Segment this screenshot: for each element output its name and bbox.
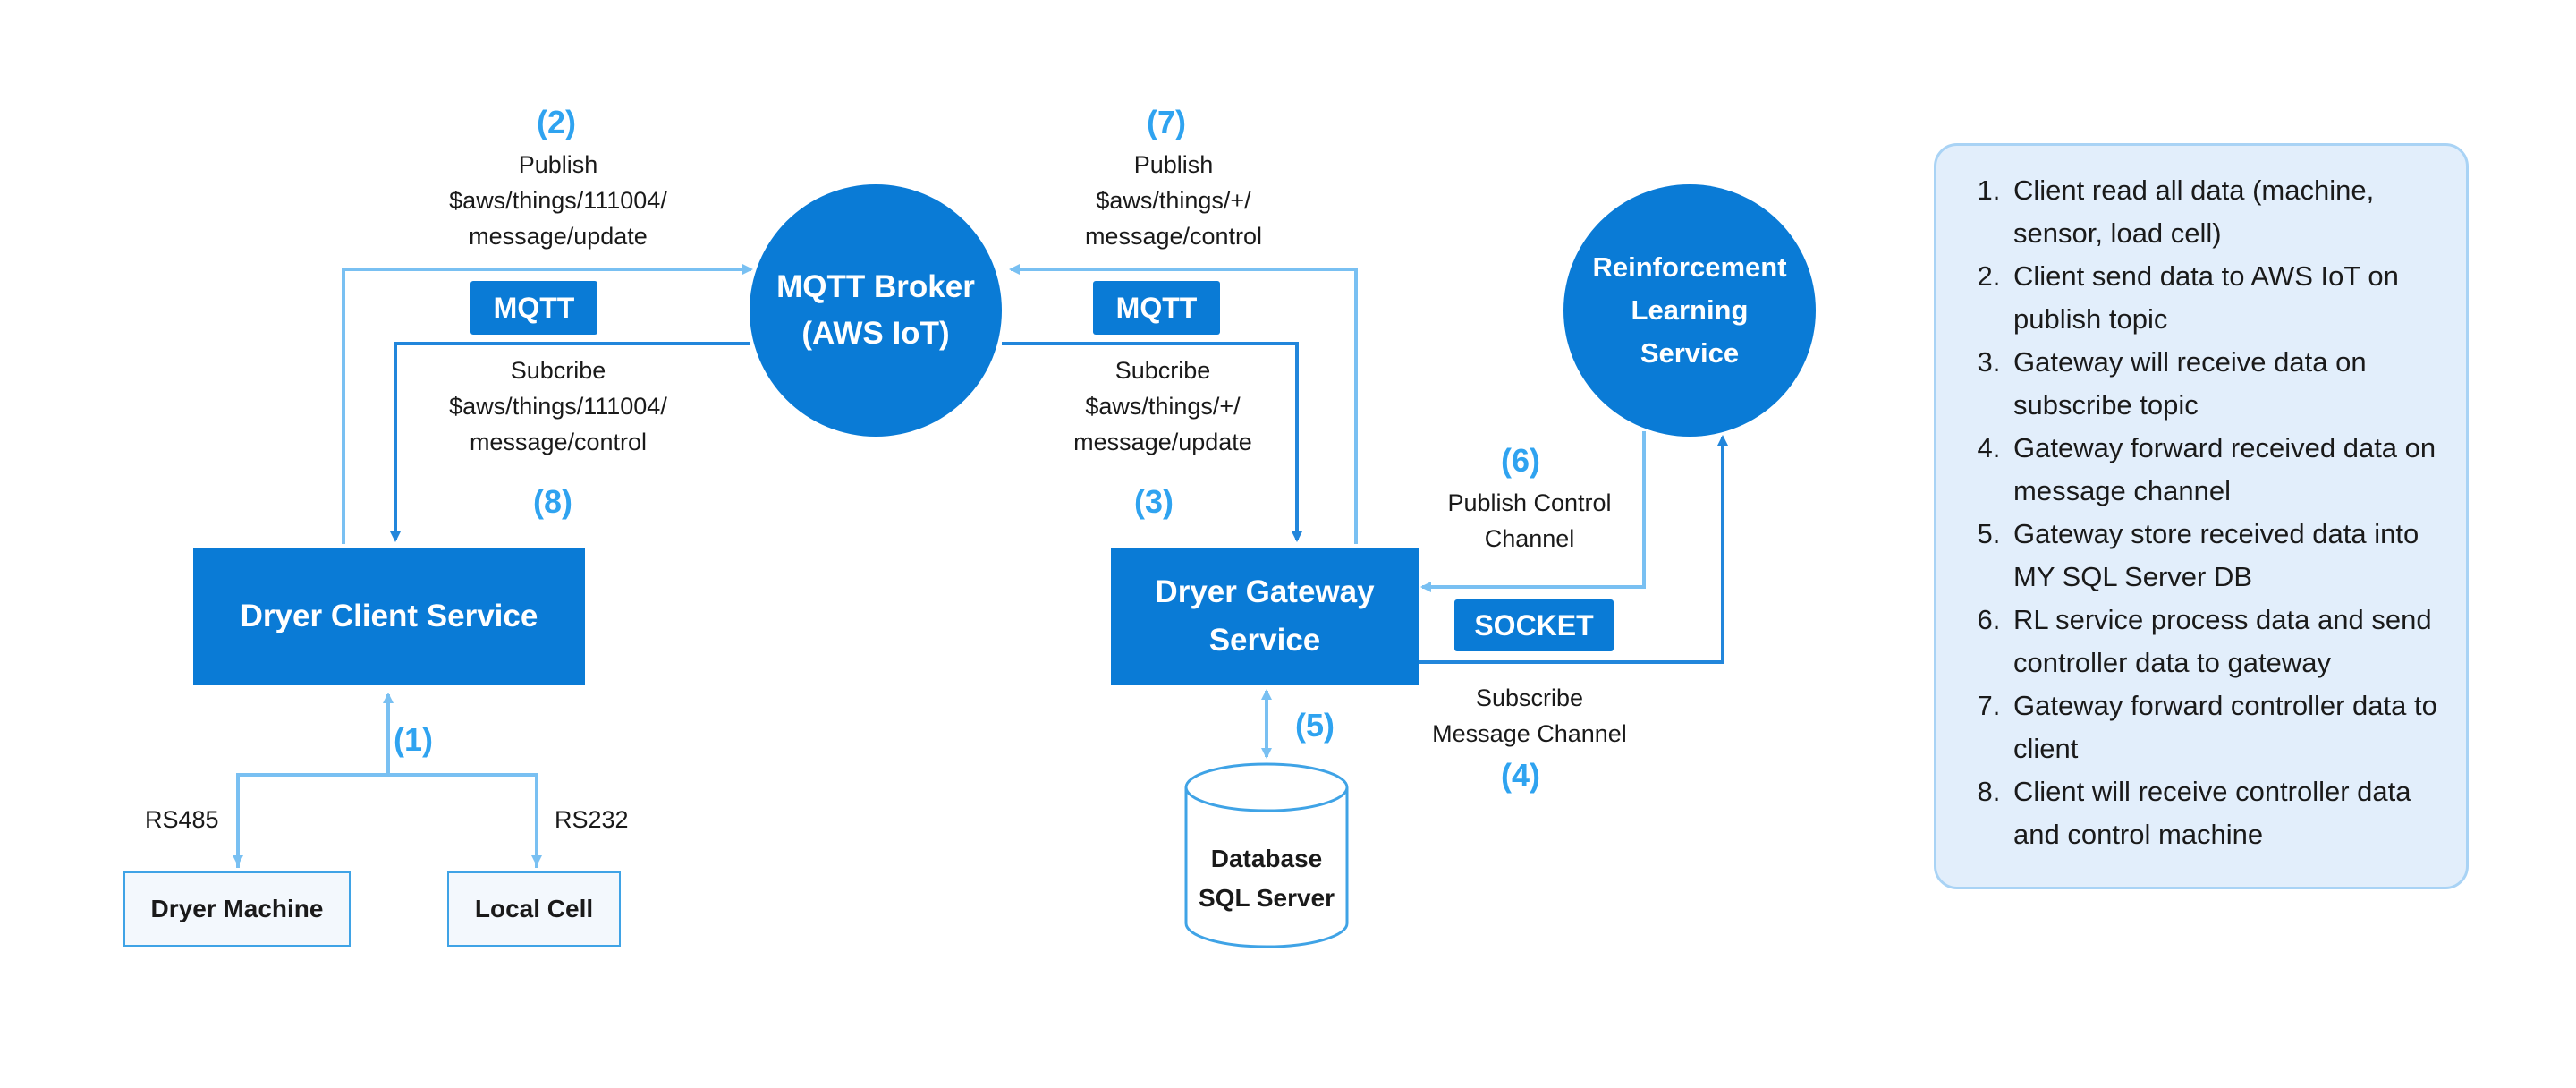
step-3: (3) (1134, 483, 1174, 520)
rl-service-line2: Learning (1631, 294, 1749, 326)
legend-panel: Client read all data (machine, sensor, l… (1934, 143, 2469, 889)
local-cell-label: Local Cell (474, 895, 594, 922)
database-label: Database SQL Server (1186, 839, 1347, 918)
database-line2: SQL Server (1198, 884, 1335, 912)
subscribe-message-channel-line2: Message Channel (1432, 720, 1627, 747)
step-5: (5) (1295, 707, 1335, 744)
step-6: (6) (1501, 442, 1540, 479)
subscribe-control-label: Subcribe $aws/things/111004/ message/con… (424, 353, 692, 460)
socket-chip: SOCKET (1454, 599, 1614, 651)
mqtt-chip-left: MQTT (470, 281, 597, 335)
publish-update-line1: Publish (518, 151, 598, 178)
legend-item: Client read all data (machine, sensor, l… (2008, 169, 2445, 255)
publish-control-line1: Publish (1133, 151, 1214, 178)
rl-service-line3: Service (1640, 337, 1740, 369)
publish-control-line2: $aws/things/+/ (1096, 187, 1251, 214)
subscribe-update-line3: message/update (1073, 429, 1252, 455)
mqtt-broker-title: MQTT Broker (776, 269, 975, 304)
subscribe-update-line2: $aws/things/+/ (1085, 393, 1241, 420)
publish-update-label: Publish $aws/things/111004/ message/upda… (424, 147, 692, 254)
legend-item: Gateway will receive data on subscribe t… (2008, 341, 2445, 427)
arrow-publish-control (1009, 264, 1358, 544)
database-line1: Database (1210, 845, 1323, 872)
publish-control-channel-label: Publish Control Channel (1422, 485, 1637, 557)
dryer-client-service-label: Dryer Client Service (240, 599, 538, 633)
device-bus-line (236, 773, 538, 868)
arrow-subscribe-control (390, 342, 750, 542)
subscribe-message-channel-label: Subscribe Message Channel (1413, 680, 1646, 752)
subscribe-control-line3: message/control (469, 429, 648, 455)
local-cell-node: Local Cell (447, 871, 621, 947)
dryer-gateway-service-node: Dryer Gateway Service (1111, 548, 1419, 685)
rs485-label: RS485 (145, 806, 219, 833)
rl-service-line1: Reinforcement (1592, 251, 1787, 283)
dryer-machine-node: Dryer Machine (123, 871, 351, 947)
arrow-publish-control-channel (1420, 431, 1646, 592)
gateway-service-line1: Dryer Gateway (1155, 574, 1375, 609)
subscribe-update-label: Subcribe $aws/things/+/ message/update (1029, 353, 1297, 460)
subscribe-message-channel-line1: Subscribe (1475, 684, 1584, 711)
legend-list: Client read all data (machine, sensor, l… (1936, 146, 2466, 856)
dryer-client-service-node: Dryer Client Service (193, 548, 585, 685)
mqtt-broker-node: MQTT Broker (AWS IoT) (750, 184, 1002, 437)
database-cylinder (1184, 762, 1349, 948)
mqtt-broker-subtitle: (AWS IoT) (801, 316, 950, 351)
step-8: (8) (533, 483, 572, 520)
step-4: (4) (1501, 757, 1540, 794)
publish-control-line3: message/control (1084, 223, 1263, 250)
legend-item: Gateway forward controller data to clien… (2008, 684, 2445, 770)
arrow-subscribe-message-channel (1419, 435, 1728, 664)
legend-item: Gateway forward received data on message… (2008, 427, 2445, 513)
subscribe-control-line1: Subcribe (510, 357, 606, 384)
legend-item: RL service process data and send control… (2008, 599, 2445, 684)
publish-update-line2: $aws/things/111004/ (449, 187, 667, 214)
publish-control-label: Publish $aws/things/+/ message/control (1039, 147, 1308, 254)
arrow-subscribe-update (1002, 342, 1302, 542)
publish-control-channel-line2: Channel (1484, 525, 1575, 552)
step-1: (1) (394, 721, 433, 758)
arrow-publish-update (342, 264, 753, 544)
mqtt-chip-right: MQTT (1093, 281, 1220, 335)
subscribe-update-line1: Subcribe (1114, 357, 1211, 384)
step-7: (7) (1147, 104, 1186, 140)
legend-item: Client will receive controller data and … (2008, 770, 2445, 856)
rl-service-node: Reinforcement Learning Service (1563, 184, 1816, 437)
gateway-service-line2: Service (1208, 623, 1321, 658)
dryer-machine-label: Dryer Machine (150, 895, 324, 922)
legend-item: Gateway store received data into MY SQL … (2008, 513, 2445, 599)
publish-update-line3: message/update (469, 223, 648, 250)
rs232-label: RS232 (555, 806, 629, 833)
legend-item: Client send data to AWS IoT on publish t… (2008, 255, 2445, 341)
step-2: (2) (537, 104, 576, 140)
publish-control-channel-line1: Publish Control (1447, 489, 1612, 516)
subscribe-control-line2: $aws/things/111004/ (449, 393, 667, 420)
